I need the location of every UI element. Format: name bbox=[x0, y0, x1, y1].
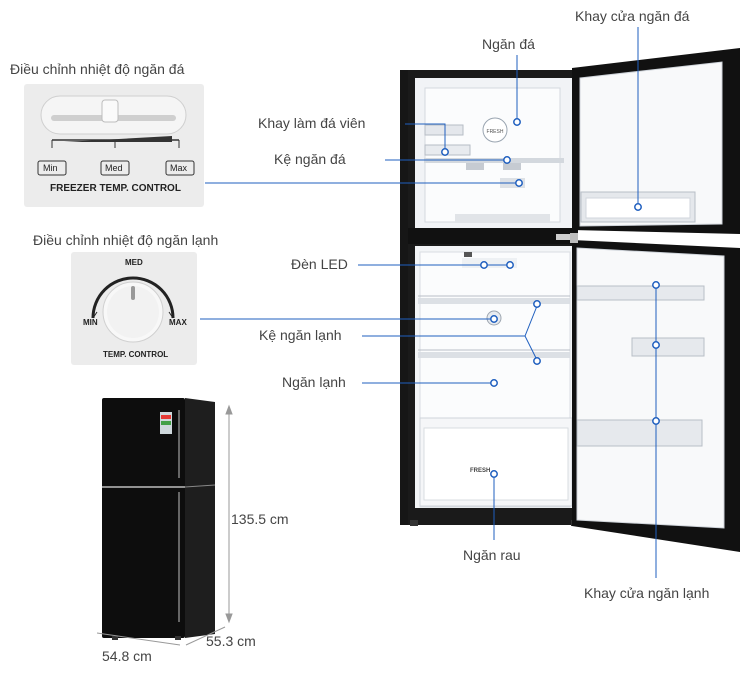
label-dieu-chinh-ngan-da: Điều chỉnh nhiệt độ ngăn đá bbox=[10, 61, 185, 77]
marker-dieu-chinh-ngan-da bbox=[515, 179, 523, 187]
label-khay-lam-da-vien: Khay làm đá viên bbox=[258, 115, 366, 131]
label-ngan-rau: Ngăn rau bbox=[463, 547, 521, 563]
marker-dieu-chinh-ngan-lanh bbox=[490, 315, 498, 323]
freezer-control-panel: Min Med Max FREEZER TEMP. CONTROL bbox=[24, 84, 204, 207]
fridge-med-label: MED bbox=[125, 258, 143, 267]
label-den-led: Đèn LED bbox=[291, 256, 348, 272]
fresh-badge-freezer: FRESH bbox=[487, 129, 504, 135]
freezer-min-label: Min bbox=[43, 163, 58, 173]
fresh-badge-drawer: FRESH bbox=[470, 468, 490, 474]
fridge-control-dial bbox=[91, 276, 175, 343]
marker-den-led-2 bbox=[506, 261, 514, 269]
marker-khay-cua-ngan-da bbox=[634, 203, 642, 211]
label-ngan-lanh: Ngăn lạnh bbox=[282, 374, 346, 390]
freezer-max-label: Max bbox=[170, 163, 188, 173]
label-dieu-chinh-ngan-lanh: Điều chỉnh nhiệt độ ngăn lạnh bbox=[33, 232, 219, 248]
fridge-control-caption: TEMP. CONTROL bbox=[103, 350, 169, 359]
main-fridge: FRESH FRESH bbox=[400, 48, 740, 552]
dimension-depth: 55.3 cm bbox=[206, 633, 256, 649]
marker-ke-ngan-da bbox=[503, 156, 511, 164]
dimension-height: 135.5 cm bbox=[231, 511, 289, 527]
marker-ngan-rau bbox=[490, 470, 498, 478]
marker-ke-ngan-lanh-1 bbox=[533, 300, 541, 308]
marker-ngan-lanh bbox=[490, 379, 498, 387]
freezer-control-graphic bbox=[37, 95, 195, 176]
label-ngan-da: Ngăn đá bbox=[482, 36, 535, 52]
label-khay-cua-ngan-lanh: Khay cửa ngăn lạnh bbox=[584, 585, 710, 601]
freezer-med-label: Med bbox=[105, 163, 123, 173]
marker-khay-cua-3 bbox=[652, 417, 660, 425]
marker-khay-lam-da-vien bbox=[441, 148, 449, 156]
label-khay-cua-ngan-da: Khay cửa ngăn đá bbox=[575, 8, 690, 24]
label-ke-ngan-da: Kệ ngăn đá bbox=[274, 151, 346, 167]
leaders bbox=[200, 27, 657, 578]
marker-khay-cua-1 bbox=[652, 281, 660, 289]
dimension-width: 54.8 cm bbox=[102, 648, 152, 664]
marker-ngan-da bbox=[513, 118, 521, 126]
marker-ke-ngan-lanh-2 bbox=[533, 357, 541, 365]
marker-khay-cua-2 bbox=[652, 341, 660, 349]
freezer-control-caption: FREEZER TEMP. CONTROL bbox=[50, 183, 181, 194]
fridge-max-label: MAX bbox=[169, 318, 187, 327]
fridge-min-label: MIN bbox=[83, 318, 98, 327]
marker-den-led-1 bbox=[480, 261, 488, 269]
dimension-lines bbox=[96, 404, 233, 646]
leader-dots bbox=[441, 118, 660, 478]
label-ke-ngan-lanh: Kệ ngăn lạnh bbox=[259, 327, 342, 343]
small-fridge bbox=[102, 398, 216, 640]
fridge-control-panel: MED MIN MAX TEMP. CONTROL bbox=[71, 252, 197, 365]
